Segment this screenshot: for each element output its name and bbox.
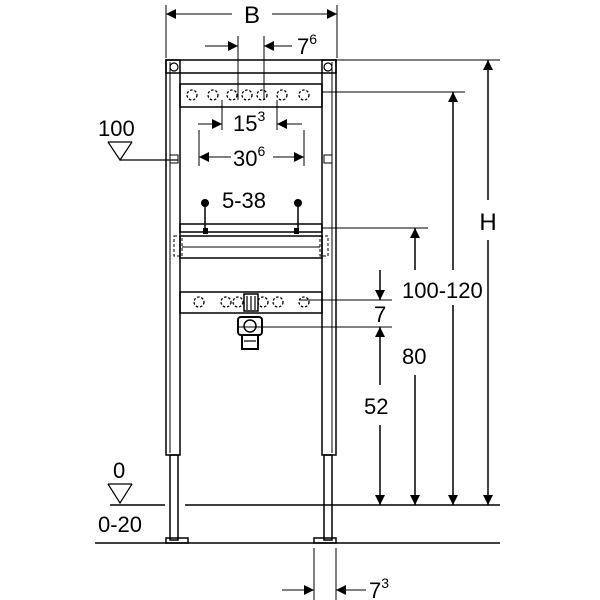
label-h: H	[479, 209, 496, 236]
dimension-h: H	[336, 59, 500, 505]
label-range-0-20: 0-20	[98, 512, 142, 537]
left-upright	[165, 59, 181, 456]
label-bottom-offset: 73	[369, 575, 389, 600]
dimension-spacing-large: 306	[198, 130, 305, 171]
upper-mounting-plate	[179, 83, 323, 108]
adjustable-bracket	[179, 235, 323, 259]
label-b: B	[244, 2, 260, 29]
dimension-52: 52	[364, 327, 388, 505]
dimension-bottom-offset: 73	[282, 548, 389, 600]
lower-mounting-plate	[179, 291, 323, 314]
left-foot	[169, 454, 179, 541]
level-100-marker: 100	[98, 116, 178, 162]
label-spacing-small: 153	[233, 108, 265, 136]
dimension-80: 80	[322, 227, 428, 505]
dimension-spacing-small: 153	[198, 100, 302, 136]
label-7: 7	[374, 302, 386, 327]
label-top-offset: 76	[297, 31, 317, 59]
label-level-0: 0	[113, 458, 125, 483]
water-outlets	[201, 199, 302, 230]
label-spacing-large: 306	[233, 143, 265, 171]
frame	[165, 59, 337, 544]
label-level-100: 100	[98, 116, 135, 141]
label-range-mid: 5-38	[222, 188, 266, 213]
level-0-marker: 0 0-20	[98, 458, 142, 537]
dimension-b: B	[165, 2, 338, 58]
drain-trap	[237, 316, 263, 350]
label-100-120: 100-120	[402, 278, 483, 303]
upper-plate-holes	[186, 89, 310, 101]
label-80: 80	[402, 344, 426, 369]
top-crossbar	[165, 59, 337, 74]
dimension-100-120: 100-120	[322, 91, 483, 505]
label-52: 52	[364, 394, 388, 419]
dimension-7: 7	[238, 270, 392, 328]
middle-crossbar	[179, 223, 323, 233]
right-foot	[323, 454, 333, 541]
dimension-top-offset: 76	[205, 31, 317, 100]
right-upright	[321, 59, 337, 456]
